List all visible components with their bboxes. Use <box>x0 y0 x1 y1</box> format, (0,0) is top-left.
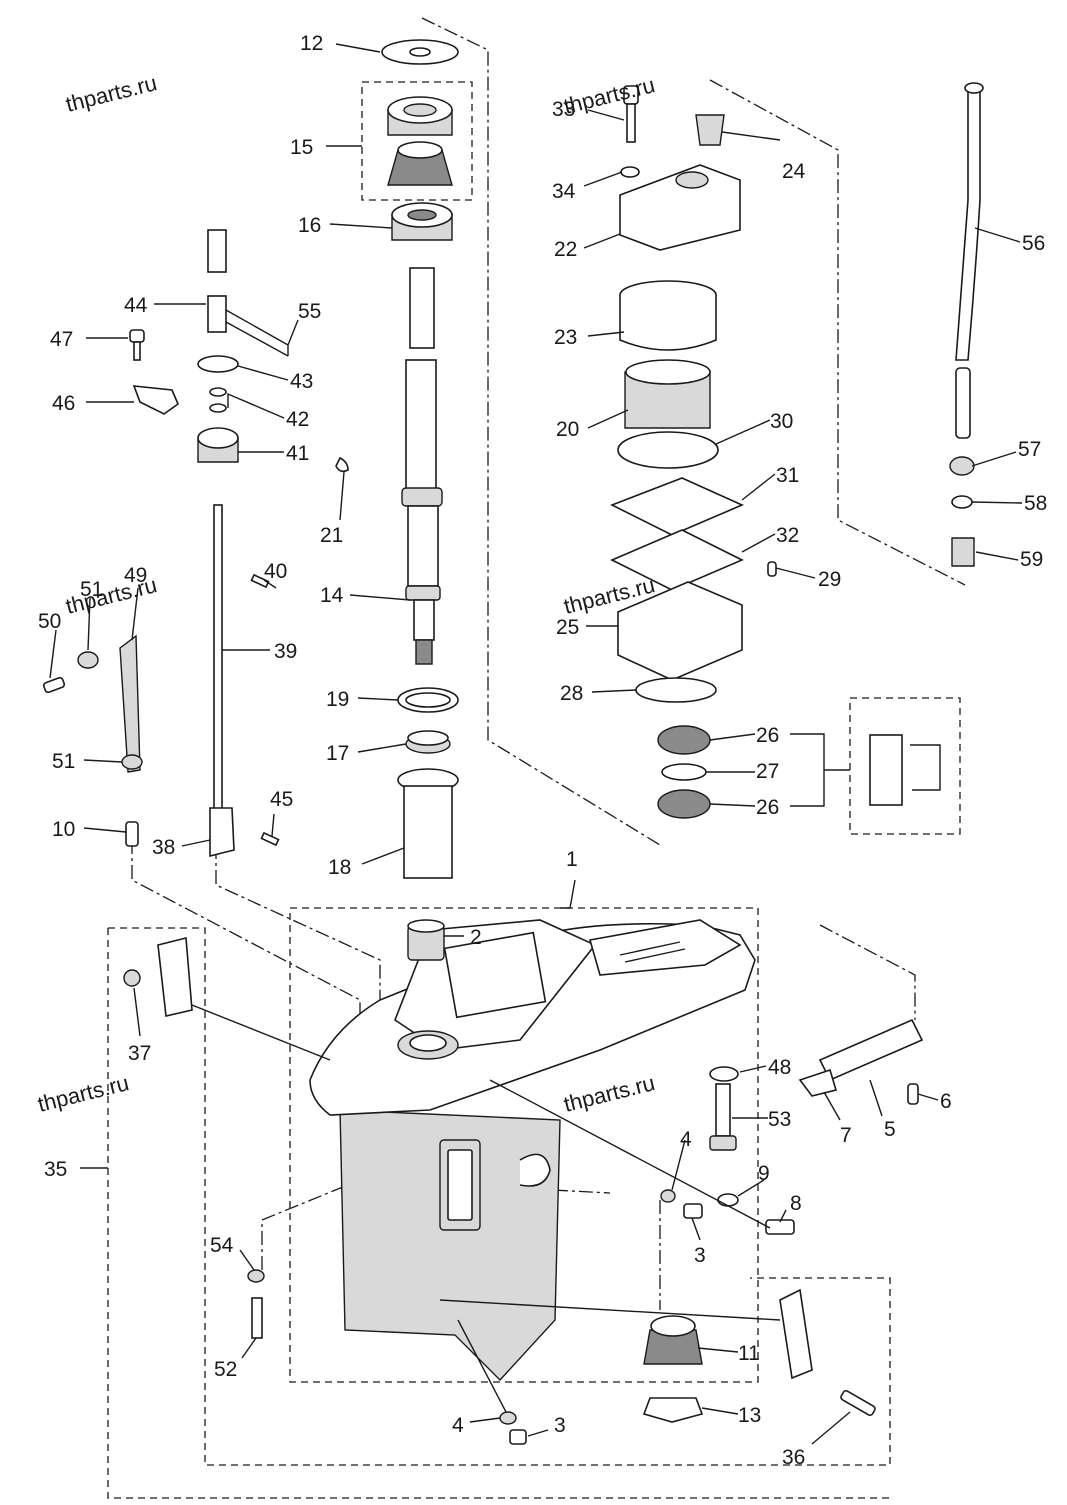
water-tube-assembly <box>949 82 984 567</box>
callout-label: 24 <box>782 160 806 183</box>
callout-label: 16 <box>298 214 321 237</box>
callout-label: 49 <box>124 564 147 587</box>
callout-label: 8 <box>790 1192 802 1215</box>
water-pump-stack <box>610 85 941 819</box>
leader-lines <box>49 43 1023 1445</box>
callout-label: 51 <box>52 750 75 773</box>
callout-label: 44 <box>124 294 148 317</box>
callout-label: 21 <box>320 524 343 547</box>
callout-label: 42 <box>286 408 309 431</box>
callout-label: 26 <box>756 796 779 819</box>
driveshaft-column <box>335 39 459 961</box>
callout-label: 31 <box>776 464 799 487</box>
watermark-text: thparts.ru <box>63 70 159 117</box>
callout-label: 53 <box>768 1108 791 1131</box>
callout-label: 12 <box>300 32 323 55</box>
callout-label: 54 <box>210 1234 234 1257</box>
callout-label: 30 <box>770 410 793 433</box>
callout-label: 47 <box>50 328 73 351</box>
callout-label: 55 <box>298 300 321 323</box>
callout-label: 3 <box>694 1244 706 1267</box>
callout-label: 35 <box>44 1158 67 1181</box>
callout-label: 26 <box>756 724 779 747</box>
callout-labels: 1 2 3 3 4 4 5 6 7 8 9 10 11 12 13 14 15 … <box>38 32 1047 1469</box>
watermark-text: thparts.ru <box>35 1070 131 1117</box>
callout-label: 18 <box>328 856 351 879</box>
callout-label: 6 <box>940 1090 952 1113</box>
callout-label: 59 <box>1020 548 1043 571</box>
callout-label: 19 <box>326 688 349 711</box>
callout-label: 25 <box>556 616 579 639</box>
callout-label: 58 <box>1024 492 1047 515</box>
callout-label: 4 <box>452 1414 464 1437</box>
assembly-boundaries <box>107 17 966 1499</box>
callout-label: 1 <box>566 848 578 871</box>
callout-label: 13 <box>738 1404 761 1427</box>
callout-label: 28 <box>560 682 583 705</box>
callout-label: 11 <box>738 1342 760 1365</box>
callout-label: 46 <box>52 392 75 415</box>
gearcase-housing <box>309 919 756 1382</box>
callout-label: 33 <box>552 98 575 121</box>
callout-label: 29 <box>818 568 841 591</box>
callout-label: 10 <box>52 818 75 841</box>
callout-label: 48 <box>768 1056 791 1079</box>
callout-label: 14 <box>320 584 344 607</box>
watermark-text: thparts.ru <box>561 1070 657 1117</box>
callout-label: 23 <box>554 326 577 349</box>
callout-label: 22 <box>554 238 577 261</box>
callout-label: 52 <box>214 1358 237 1381</box>
callout-label: 32 <box>776 524 799 547</box>
callout-label: 36 <box>782 1446 805 1469</box>
callout-label: 57 <box>1018 438 1041 461</box>
callout-label: 56 <box>1022 232 1045 255</box>
callout-label: 39 <box>274 640 297 663</box>
callout-label: 38 <box>152 836 175 859</box>
callout-label: 5 <box>884 1118 896 1141</box>
callout-label: 34 <box>552 180 576 203</box>
callout-label: 4 <box>680 1128 692 1151</box>
side-hardware <box>123 936 924 1445</box>
watermark-text: thparts.ru <box>561 72 657 119</box>
callout-label: 27 <box>756 760 779 783</box>
callout-label: 37 <box>128 1042 151 1065</box>
callout-label: 41 <box>286 442 309 465</box>
callout-label: 40 <box>264 560 287 583</box>
callout-label: 43 <box>290 370 313 393</box>
callout-label: 3 <box>554 1414 566 1437</box>
callout-label: 17 <box>326 742 349 765</box>
callout-label: 50 <box>38 610 61 633</box>
callout-label: 7 <box>840 1124 852 1147</box>
callout-label: 2 <box>470 926 482 949</box>
callout-label: 20 <box>556 418 579 441</box>
callout-label: 51 <box>80 578 103 601</box>
callout-label: 45 <box>270 788 293 811</box>
shift-rod-assembly <box>42 229 289 858</box>
callout-label: 9 <box>758 1162 770 1185</box>
callout-label: 15 <box>290 136 313 159</box>
